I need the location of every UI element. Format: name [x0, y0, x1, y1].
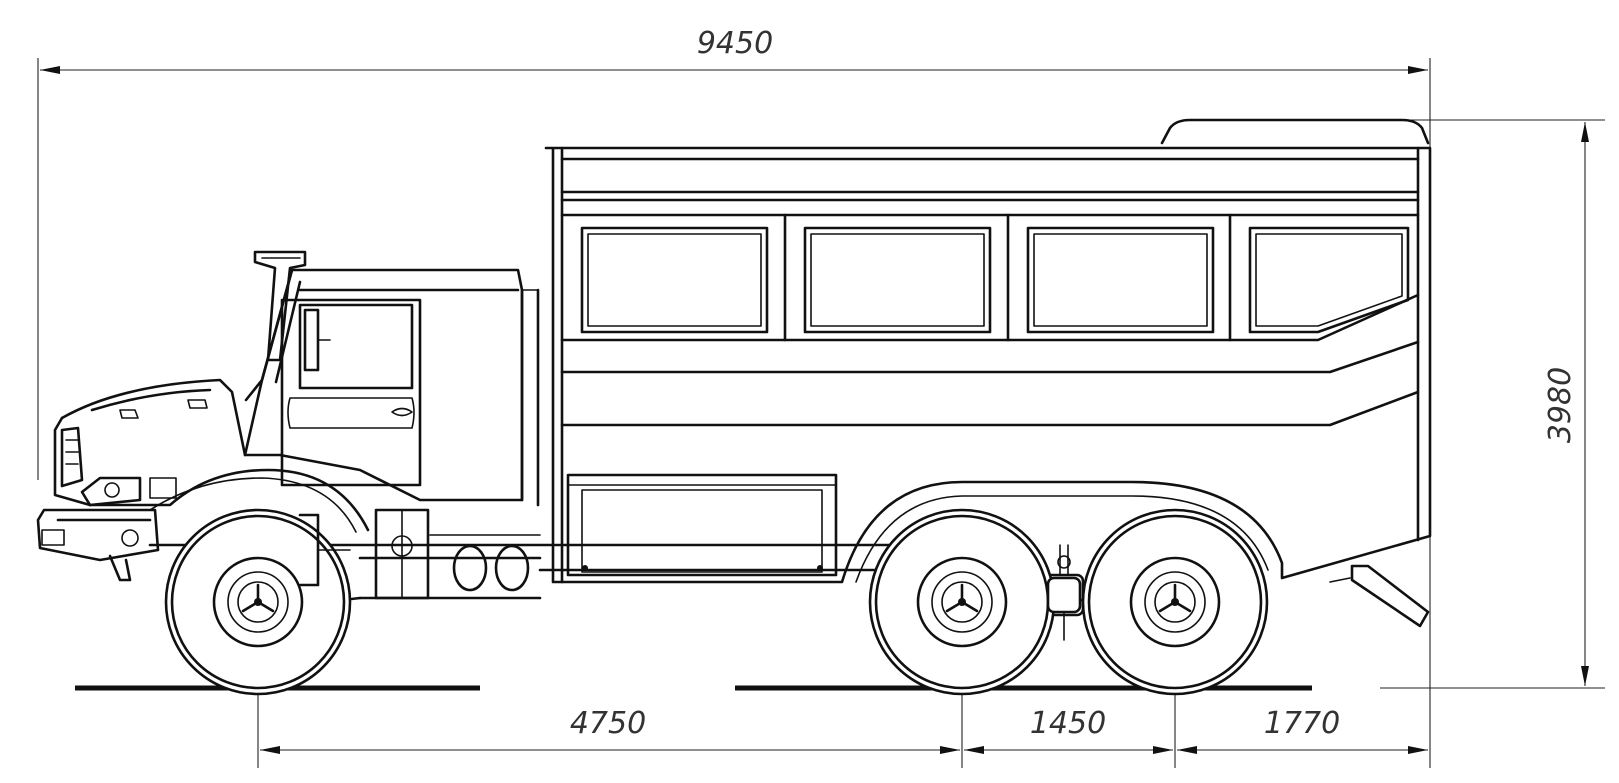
storage-compartment: [566, 473, 838, 577]
window-1: [580, 226, 769, 334]
window-4: [1248, 226, 1410, 334]
overall-length-label: 9450: [697, 26, 773, 61]
window-2: [803, 226, 992, 334]
axle-spacing-label: 1450: [1030, 706, 1106, 741]
overall-height-label: 3980: [1543, 367, 1578, 443]
window-3: [1026, 226, 1215, 334]
front-wheel: [164, 508, 352, 696]
wheelbase-front-label: 4750: [570, 706, 646, 741]
truck-cab: [36, 250, 540, 582]
front-suspension: [298, 513, 351, 587]
passenger-body: [544, 118, 1432, 628]
rear-overhang-label: 1770: [1264, 706, 1340, 741]
rear-wheel-2: [1081, 508, 1269, 696]
rear-wheel-1: [868, 508, 1056, 696]
rear-suspension: [1046, 576, 1082, 641]
dimension-overall-height: 3980: [1380, 119, 1605, 689]
